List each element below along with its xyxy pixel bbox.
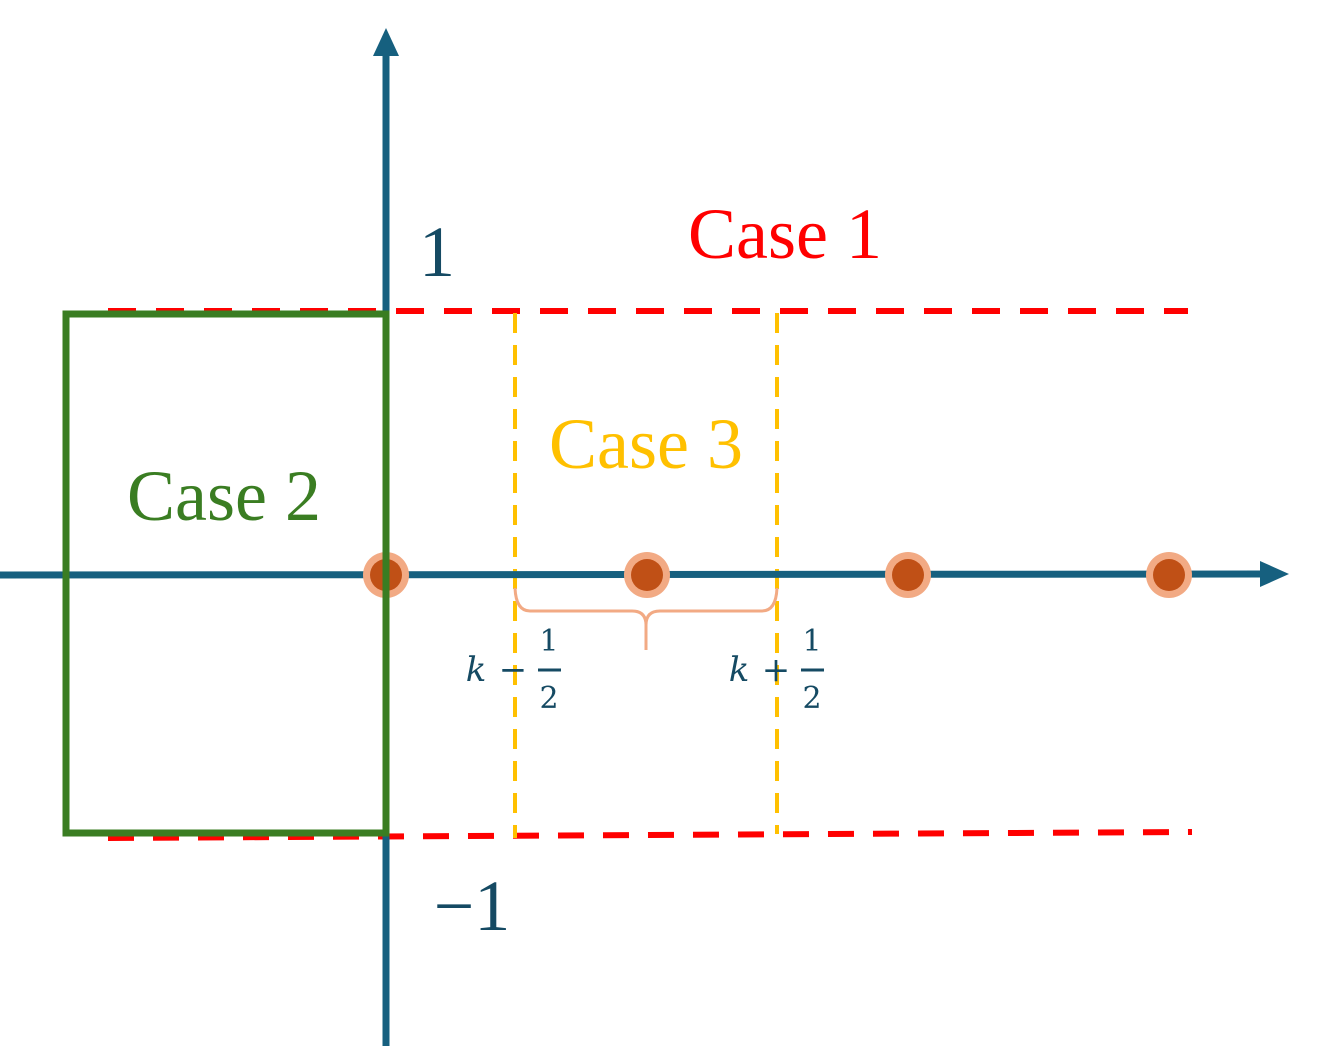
integer-points: [363, 552, 1192, 598]
interval-right-label: k + 1 2: [729, 624, 824, 716]
integer-point: [631, 559, 663, 591]
case2-rectangle: [62, 310, 390, 837]
x-axis-arrowhead: [1260, 561, 1289, 587]
y-axis-label-one: 1: [419, 212, 455, 292]
y-axis-arrowhead: [373, 28, 399, 56]
case2-label: Case 2: [127, 456, 321, 536]
y-axis-label-minus-one: −1: [434, 866, 511, 946]
right-label-var: k: [729, 650, 750, 690]
case3-label: Case 3: [549, 404, 743, 484]
left-label-numerator: 1: [539, 624, 558, 659]
right-label-denominator: 2: [802, 681, 821, 716]
interval-brace: [513, 587, 779, 650]
left-label-var: k: [466, 650, 487, 690]
left-label-denominator: 2: [539, 681, 558, 716]
case1-label: Case 1: [688, 194, 882, 274]
right-label-operator: +: [762, 650, 791, 690]
integer-point: [1153, 559, 1185, 591]
case1-lower-dashed-line: [107, 829, 1193, 841]
interval-left-label: k − 1 2: [466, 624, 561, 716]
integer-point: [892, 559, 924, 591]
right-label-numerator: 1: [802, 624, 821, 659]
left-label-operator: −: [499, 650, 528, 690]
